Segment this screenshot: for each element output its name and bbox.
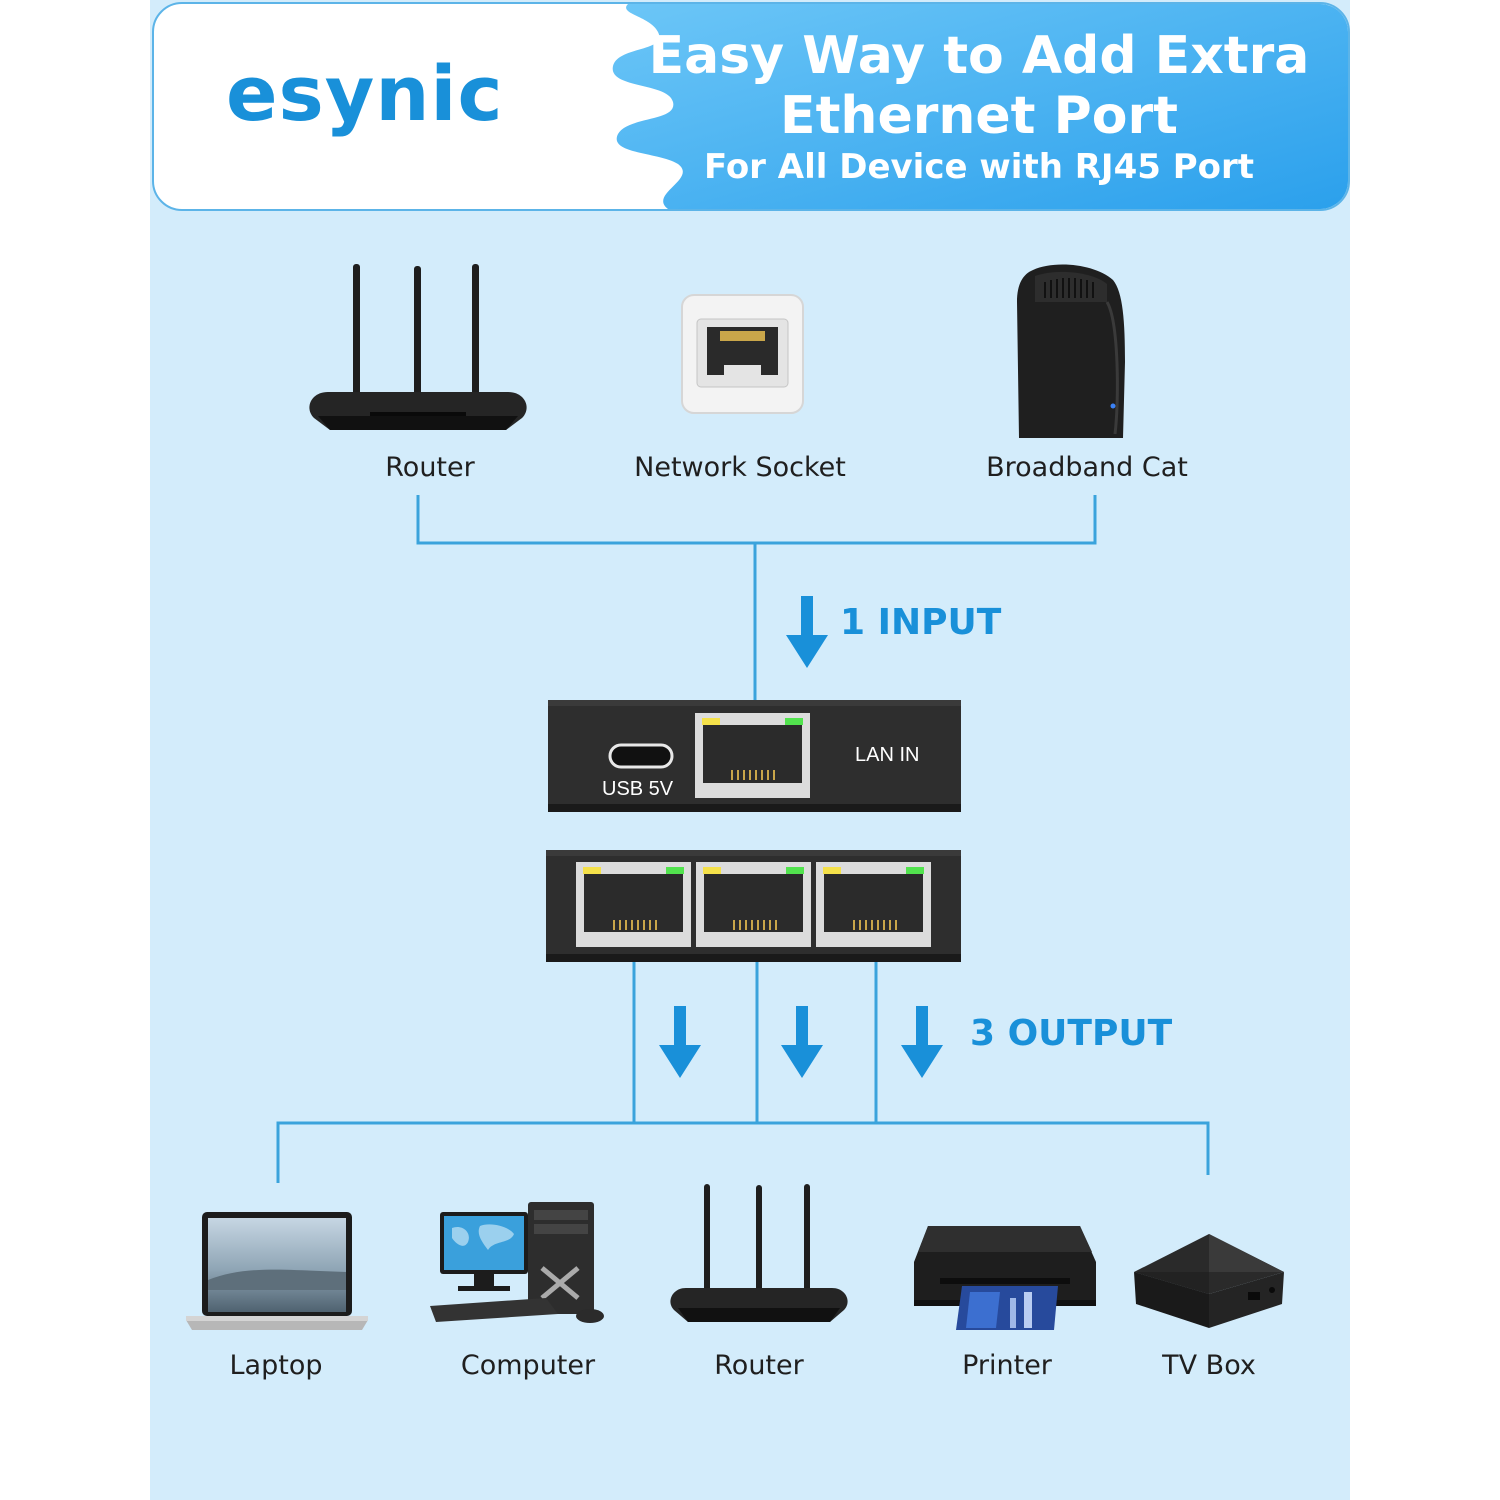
output-label-printer: Printer (962, 1350, 1052, 1381)
input-label-router: Router (385, 452, 475, 483)
input-arrow-head (786, 635, 828, 668)
output-arrow-2-head (781, 1045, 823, 1078)
headline-line-2: Ethernet Port (780, 86, 1178, 146)
laptop-icon (186, 1212, 368, 1330)
header-banner: esynic Easy Way to Add Extra Ethernet Po… (152, 2, 1350, 211)
input-label-network-socket: Network Socket (634, 452, 846, 483)
broadband-modem-icon (1017, 264, 1125, 438)
output-arrow-1-shaft (674, 1006, 686, 1048)
hub-input-panel (548, 700, 961, 812)
rj45-output-port-1 (576, 862, 691, 947)
output-label-tv-box: TV Box (1162, 1350, 1256, 1381)
headline-line-1: Easy Way to Add Extra (648, 26, 1310, 86)
headline-subtitle: For All Device with RJ45 Port (703, 147, 1255, 187)
lan-in-label: LAN IN (855, 744, 920, 766)
rj45-output-port-3 (816, 862, 931, 947)
output-label-router: Router (714, 1350, 804, 1381)
desktop-computer-icon (430, 1202, 604, 1323)
input-label-broadband: Broadband Cat (986, 452, 1188, 483)
output-label-computer: Computer (460, 1350, 596, 1381)
brand-logo: esynic (226, 49, 504, 138)
router-icon (309, 264, 527, 430)
usb-5v-label: USB 5V (602, 778, 674, 800)
rj45-output-port-2 (696, 862, 811, 947)
tv-box-icon (1134, 1234, 1284, 1328)
input-flow-label: 1 INPUT (840, 602, 1002, 643)
hub-output-panel (546, 850, 961, 962)
output-arrow-3-shaft (916, 1006, 928, 1048)
output-arrow-3-head (901, 1045, 943, 1078)
input-arrow-shaft (801, 596, 813, 638)
output-label-laptop: Laptop (229, 1350, 323, 1381)
header-wave-background (612, 4, 1348, 209)
network-socket-icon (681, 294, 804, 414)
output-arrow-1-head (659, 1045, 701, 1078)
usb-c-port-icon (608, 743, 674, 769)
output-arrow-2-shaft (796, 1006, 808, 1048)
router-icon (670, 1184, 848, 1322)
printer-icon (914, 1226, 1096, 1330)
output-flow-label: 3 OUTPUT (970, 1013, 1173, 1054)
infographic-canvas: esynic Easy Way to Add Extra Ethernet Po… (150, 0, 1350, 1500)
connection-lines (276, 495, 1210, 1183)
